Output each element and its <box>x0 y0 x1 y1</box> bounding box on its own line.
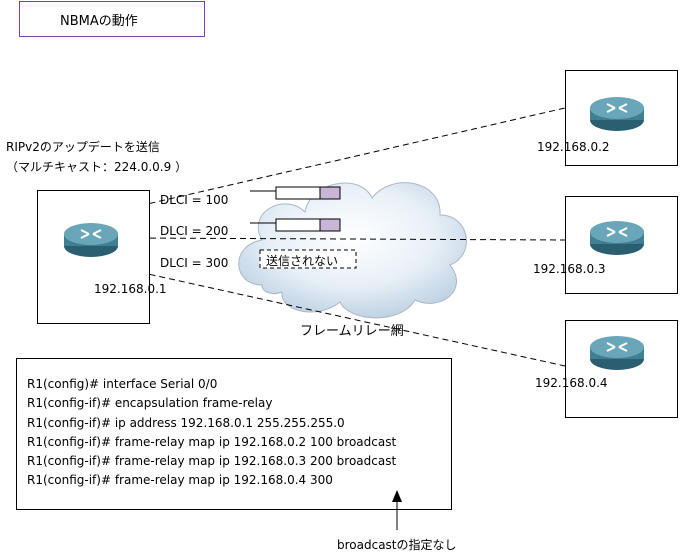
config-line: R1(config)# interface Serial 0/0 <box>27 377 218 391</box>
not-sent-label: 送信されない <box>266 254 339 268</box>
arrow-up-icon <box>392 490 402 530</box>
router-r1-box <box>37 190 150 324</box>
r2-ip-label: 192.168.0.2 <box>537 140 610 154</box>
config-line: R1(config-if)# frame-relay map ip 192.16… <box>27 473 333 488</box>
pvc-line-100 <box>129 107 566 209</box>
pvc-line-300 <box>129 269 566 367</box>
dlci-label-100: DLCI = 100 <box>160 193 229 207</box>
title-box: NBMAの動作 <box>19 1 205 37</box>
dlci-label-300: DLCI = 300 <box>160 256 229 270</box>
cloud-label: フレームリレー網 <box>300 324 404 339</box>
router-icon <box>590 336 644 370</box>
broadcast-note: broadcastの指定なし <box>337 538 457 552</box>
packet-icon-200 <box>250 218 341 232</box>
router-icon <box>64 223 118 257</box>
dlci-label-200: DLCI = 200 <box>160 224 229 238</box>
packet-icon-100 <box>250 186 341 200</box>
config-line: R1(config-if)# ip address 192.168.0.1 25… <box>27 415 345 430</box>
r1-ip-label: 192.168.0.1 <box>94 282 167 296</box>
page-title: NBMAの動作 <box>60 13 138 29</box>
pvc-lines <box>129 107 566 367</box>
annotation-line-2: （マルチキャスト：224.0.0.9 ） <box>6 160 188 174</box>
pvc-line-200 <box>129 237 566 241</box>
router-icon <box>590 221 644 255</box>
config-line: R1(config-if)# frame-relay map ip 192.16… <box>27 434 397 449</box>
config-line: R1(config-if)# frame-relay map ip 192.16… <box>27 454 397 469</box>
r3-ip-label: 192.168.0.3 <box>533 262 606 276</box>
config-box: R1(config)# interface Serial 0/0 R1(conf… <box>16 358 452 510</box>
config-line: R1(config-if)# encapsulation frame-relay <box>27 396 273 411</box>
r4-ip-label: 192.168.0.4 <box>535 376 608 390</box>
annotation-line-1: RIPv2のアップデートを送信 <box>6 140 160 154</box>
router-icon <box>590 97 644 131</box>
not-sent-box <box>259 249 357 269</box>
